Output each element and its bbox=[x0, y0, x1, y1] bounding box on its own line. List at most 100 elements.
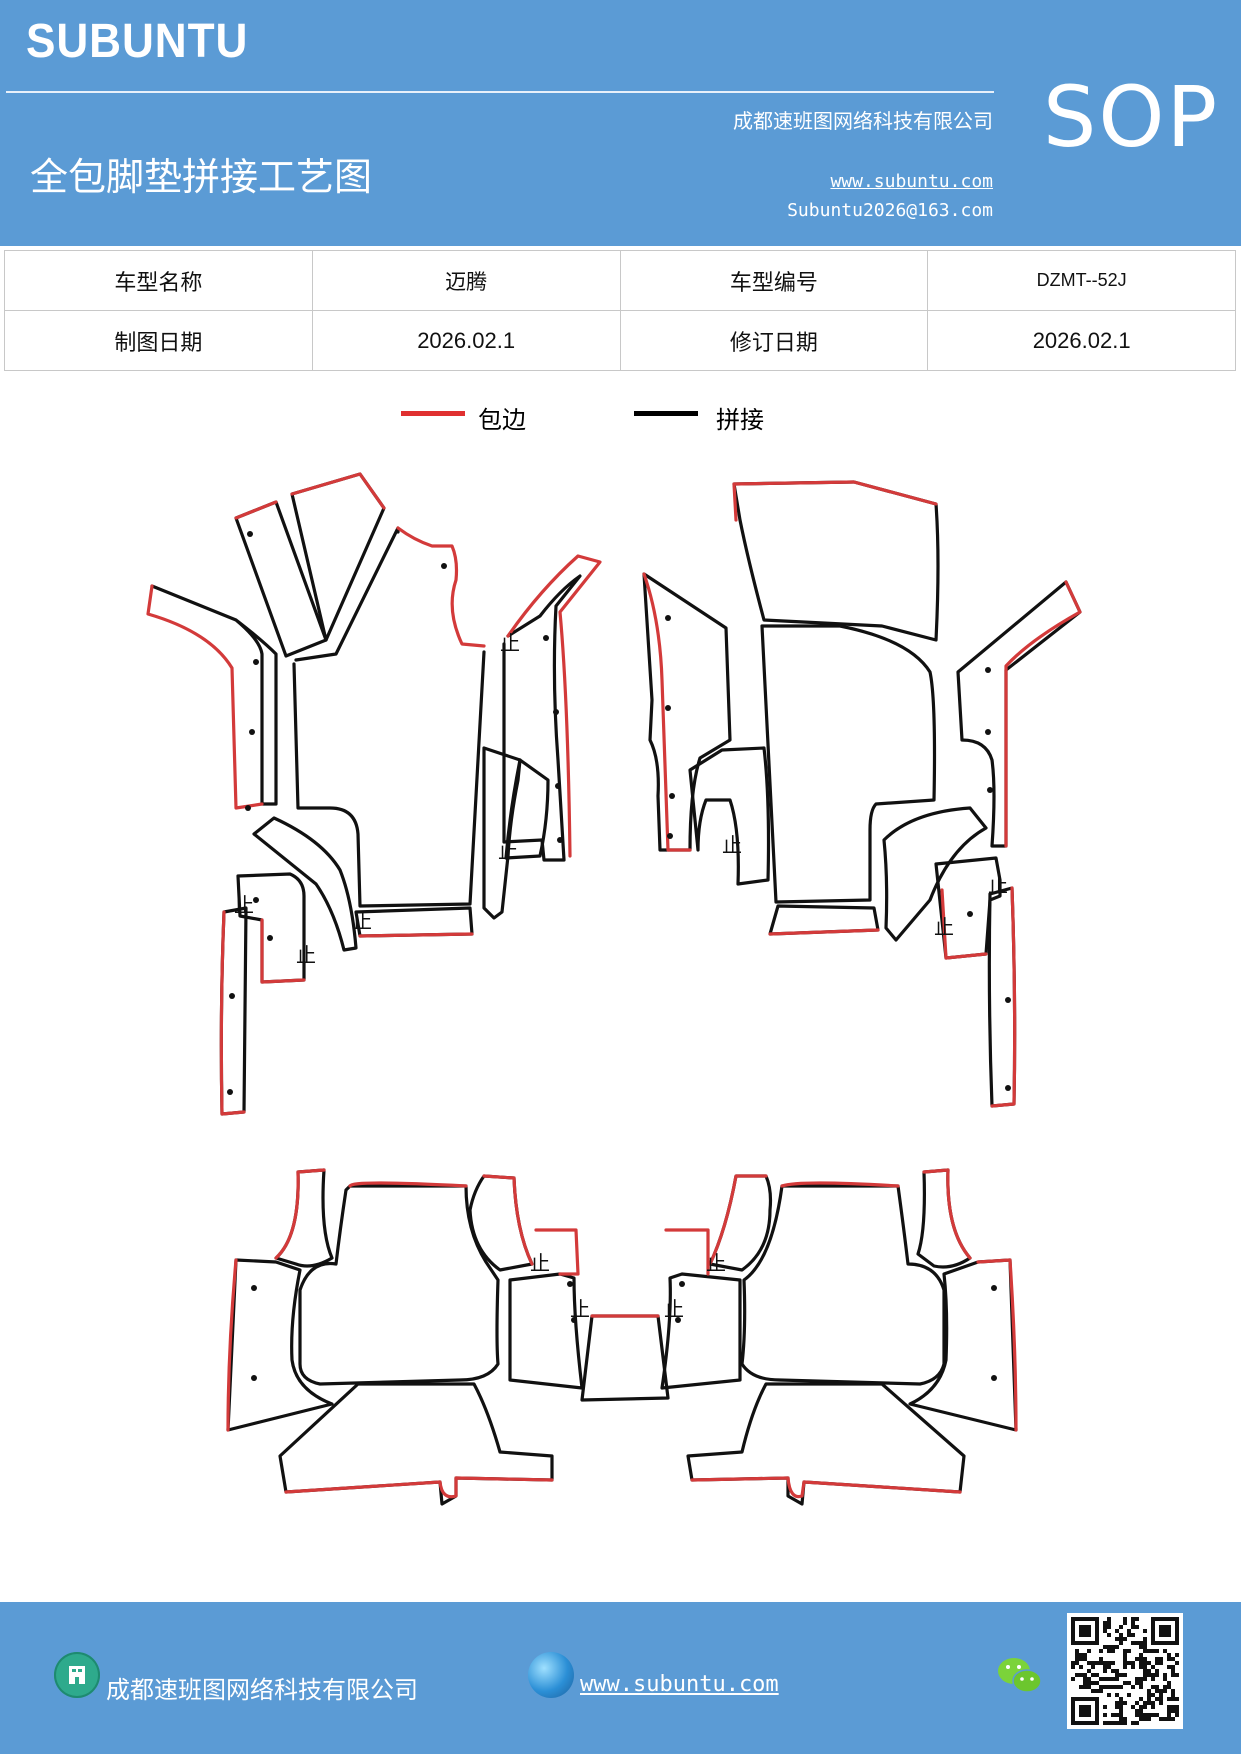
mat-piece-rear-tab-edge bbox=[274, 1168, 326, 1260]
stop-mark: 止 bbox=[352, 909, 372, 933]
table-row: 制图日期 2026.02.1 修订日期 2026.02.1 bbox=[4, 310, 1236, 371]
draw-date-label: 制图日期 bbox=[4, 310, 313, 371]
qr-code bbox=[1067, 1613, 1183, 1729]
mat-piece-rear-side bbox=[226, 1258, 334, 1432]
mat-piece-rear-side-edge bbox=[226, 1258, 238, 1432]
mat-piece-rear-sill-r bbox=[660, 1272, 742, 1390]
mat-piece-top-trap bbox=[732, 480, 940, 642]
rivet-dots bbox=[227, 531, 1011, 1381]
mat-piece-side-tall bbox=[502, 574, 582, 862]
model-name-value: 迈腾 bbox=[311, 250, 621, 311]
mat-piece-wedge-edge bbox=[290, 472, 386, 510]
mat-piece-left-wing bbox=[150, 584, 278, 806]
mat-piece-side-tall-edge bbox=[506, 554, 602, 858]
model-name-label: 车型名称 bbox=[4, 250, 313, 311]
mat-piece-left-foot-edge bbox=[260, 918, 306, 984]
stop-marks: 止 止 止 止 止 止 止 止 止 止 止 止 bbox=[234, 631, 1008, 1321]
mat-piece-rear-sill-edge bbox=[534, 1228, 580, 1276]
mat-piece-front-pan-edge bbox=[396, 526, 486, 648]
stop-mark: 止 bbox=[988, 873, 1008, 897]
mat-piece-inner-b bbox=[504, 758, 550, 860]
mat-group-rear-right bbox=[660, 1168, 1018, 1506]
legend-label-edge: 包边 bbox=[478, 406, 526, 434]
sop-badge: SOP bbox=[1043, 68, 1220, 166]
info-table: 车型名称 迈腾 车型编号 DZMT--52J 制图日期 2026.02.1 修订… bbox=[4, 250, 1236, 371]
mat-piece-rear-front-tray bbox=[278, 1382, 554, 1506]
mat-piece-brace bbox=[252, 816, 358, 952]
mat-piece-long-strip bbox=[219, 906, 248, 1116]
footer-website-link[interactable]: www.subuntu.com bbox=[580, 1672, 779, 1697]
model-code-value: DZMT--52J bbox=[927, 250, 1236, 311]
legend: 包边 拼接 bbox=[0, 400, 1241, 440]
header-website-link[interactable]: www.subuntu.com bbox=[830, 171, 993, 192]
mat-piece-rear-tab bbox=[274, 1168, 334, 1268]
mat-piece-rear-front-tray-r-edge bbox=[690, 1476, 962, 1499]
mat-piece-left-rear-edge bbox=[642, 572, 692, 852]
mat-piece-left-rear bbox=[642, 572, 732, 852]
mat-piece-rear-sill bbox=[508, 1272, 584, 1390]
mat-piece-right-foot-edge bbox=[940, 888, 988, 960]
mat-piece-inner-a bbox=[482, 746, 522, 920]
draw-date-value: 2026.02.1 bbox=[311, 310, 621, 371]
mat-piece-rear-tab-r bbox=[916, 1168, 972, 1269]
footer-banner: 成都速班图网络科技有限公司 www.subuntu.com bbox=[0, 1602, 1241, 1754]
mat-piece-rear-front-tray-r bbox=[686, 1382, 966, 1506]
mat-piece-long-strip-r bbox=[987, 886, 1017, 1108]
mat-piece-left-wing-edge bbox=[146, 584, 264, 810]
building-icon bbox=[54, 1652, 100, 1698]
table-row: 车型名称 迈腾 车型编号 DZMT--52J bbox=[4, 250, 1236, 311]
wechat-icon[interactable] bbox=[996, 1654, 1044, 1698]
mat-piece-big-floor bbox=[760, 624, 937, 904]
stop-mark: 止 bbox=[498, 839, 518, 863]
mat-piece-rear-arch-edge bbox=[482, 1174, 534, 1266]
stop-mark: 止 bbox=[664, 1297, 684, 1321]
mat-piece-rear-tab-r-edge bbox=[922, 1168, 972, 1260]
mat-piece-rear-side-r-edge bbox=[976, 1258, 1018, 1432]
revise-date-label: 修订日期 bbox=[619, 310, 929, 371]
header-company: 成都速班图网络科技有限公司 bbox=[733, 109, 993, 133]
mat-piece-inner-curve bbox=[688, 746, 771, 886]
mat-piece-tunnel-front bbox=[354, 906, 474, 938]
mat-piece-wedge bbox=[290, 472, 386, 642]
page-title: 全包脚垫拼接工艺图 bbox=[30, 155, 373, 199]
mat-piece-rear-tunnel bbox=[580, 1314, 670, 1402]
mat-piece-rear-arch-r-edge bbox=[708, 1174, 768, 1266]
mat-piece-rear-main-r bbox=[740, 1184, 946, 1386]
mat-piece-top-trap-edge bbox=[732, 480, 938, 522]
mat-piece-strip-a-edge bbox=[234, 500, 278, 520]
mat-group-front-right bbox=[642, 480, 1082, 1108]
footer-company: 成都速班图网络科技有限公司 bbox=[106, 1676, 418, 1704]
mat-piece-tunnel-front-r-edge bbox=[768, 928, 880, 936]
brand-logo: SUBUNTU bbox=[26, 15, 249, 68]
stop-mark: 止 bbox=[296, 943, 316, 967]
legend-swatch-edge bbox=[401, 411, 465, 416]
stop-mark: 止 bbox=[934, 915, 954, 939]
stop-mark: 止 bbox=[530, 1251, 550, 1275]
model-code-label: 车型编号 bbox=[619, 250, 929, 311]
mat-group-front-left bbox=[146, 472, 602, 1116]
mat-piece-right-wing-edge bbox=[1004, 580, 1082, 848]
mat-piece-rear-arch bbox=[468, 1174, 534, 1272]
stop-mark: 止 bbox=[722, 833, 742, 857]
globe-icon bbox=[528, 1652, 574, 1698]
mat-piece-brace-r bbox=[882, 806, 988, 942]
mat-piece-rear-main bbox=[298, 1184, 500, 1386]
mat-piece-front-pan bbox=[292, 526, 486, 908]
stop-mark: 止 bbox=[234, 893, 254, 917]
legend-swatch-seam bbox=[634, 411, 698, 416]
mat-piece-left-foot bbox=[236, 872, 306, 984]
revise-date-value: 2026.02.1 bbox=[927, 310, 1236, 371]
mat-group-rear-left bbox=[226, 1168, 670, 1506]
mat-piece-rear-main-edge bbox=[348, 1181, 468, 1188]
stop-mark: 止 bbox=[500, 631, 520, 655]
mat-piece-right-wing bbox=[956, 580, 1082, 848]
legend-label-seam: 拼接 bbox=[716, 406, 764, 434]
header-email: Subuntu2026@163.com bbox=[787, 200, 993, 221]
mat-piece-rear-sill-r-edge bbox=[664, 1228, 710, 1276]
mat-piece-long-strip-r-edge bbox=[990, 886, 1017, 1108]
mat-piece-long-strip-edge bbox=[219, 910, 246, 1116]
mat-piece-tunnel-front-edge bbox=[358, 932, 474, 938]
stop-mark: 止 bbox=[706, 1251, 726, 1275]
mat-piece-rear-front-tray-edge bbox=[284, 1476, 554, 1499]
